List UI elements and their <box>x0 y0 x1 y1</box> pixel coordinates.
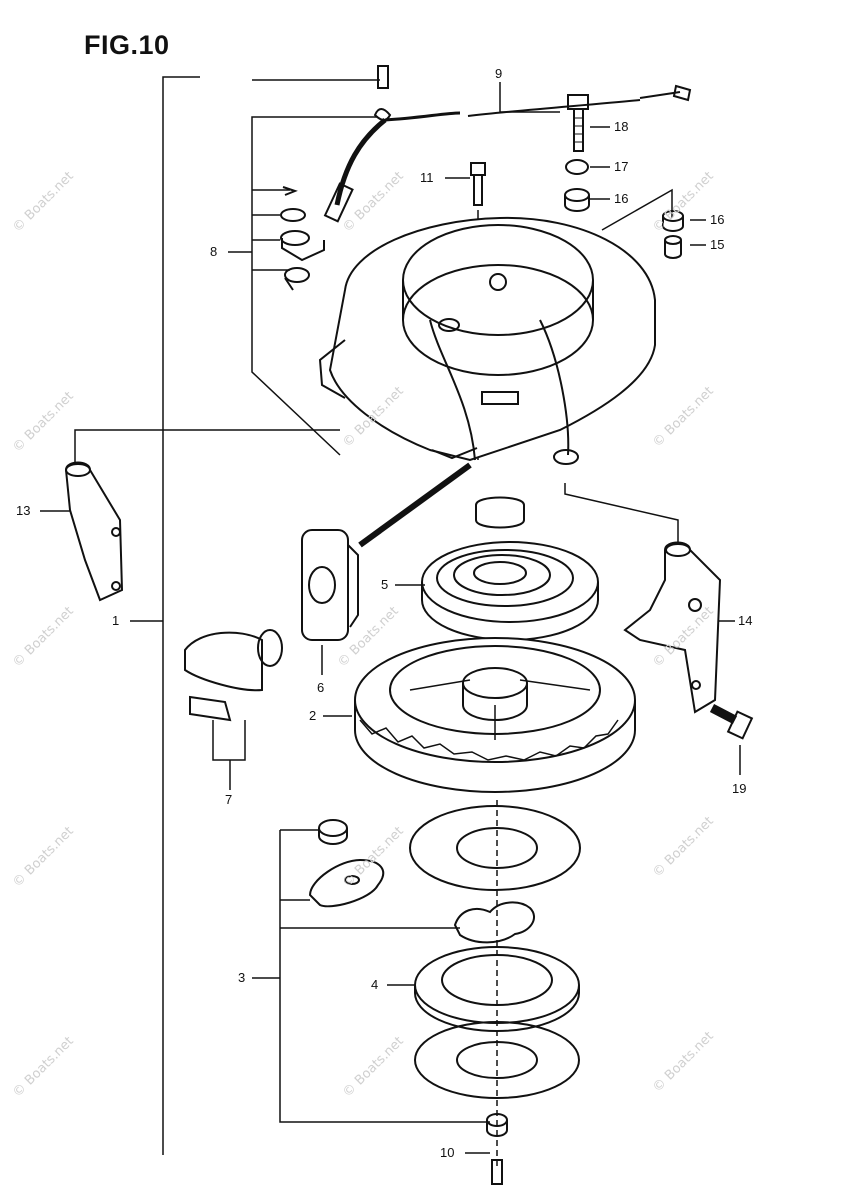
spiral-spring-5 <box>422 498 598 641</box>
bolt-10 <box>487 1114 507 1184</box>
bracket-14 <box>625 543 720 713</box>
callout-6: 6 <box>317 680 325 695</box>
callout-8: 8 <box>210 244 218 259</box>
callout-11: 11 <box>420 170 434 185</box>
bracket-13 <box>66 463 122 601</box>
friction-plate-upper <box>410 806 580 890</box>
return-spring <box>455 902 534 942</box>
cable-assembly <box>325 66 690 221</box>
rope-guide-6 <box>302 530 358 640</box>
friction-plate-4 <box>415 947 579 1031</box>
starter-rope <box>360 465 470 545</box>
callout-14: 14 <box>738 613 753 628</box>
leader-lines <box>40 77 740 1170</box>
callout-2: 2 <box>309 708 317 723</box>
callout-18: 18 <box>614 119 629 134</box>
callout-19: 19 <box>732 781 747 796</box>
grommet-16-right <box>663 211 683 231</box>
callout-4: 4 <box>371 977 379 992</box>
starter-handle-7 <box>185 630 282 720</box>
callout-9: 9 <box>495 66 503 81</box>
collar-15 <box>665 236 681 258</box>
figure-title: FIG.10 <box>84 30 170 60</box>
bolt-19 <box>712 708 752 738</box>
callout-16-right: 16 <box>710 212 725 227</box>
callout-16: 16 <box>614 191 629 206</box>
callout-5: 5 <box>381 577 389 592</box>
bolt-18 <box>568 95 588 151</box>
callout-15: 15 <box>710 237 725 252</box>
clip-parts-8 <box>281 187 324 290</box>
starter-housing <box>320 218 655 464</box>
retaining-plate <box>415 1022 579 1098</box>
callout-13: 13 <box>16 503 31 518</box>
cam-parts-3 <box>310 820 383 906</box>
bolt-11 <box>471 163 485 205</box>
callout-7: 7 <box>225 792 233 807</box>
callout-17: 17 <box>614 159 629 174</box>
recoil-reel-2 <box>355 638 635 792</box>
callout-3: 3 <box>238 970 246 985</box>
washer-17 <box>566 160 588 174</box>
callout-10: 10 <box>440 1145 455 1160</box>
callout-1: 1 <box>112 613 120 628</box>
grommet-16 <box>565 189 589 211</box>
